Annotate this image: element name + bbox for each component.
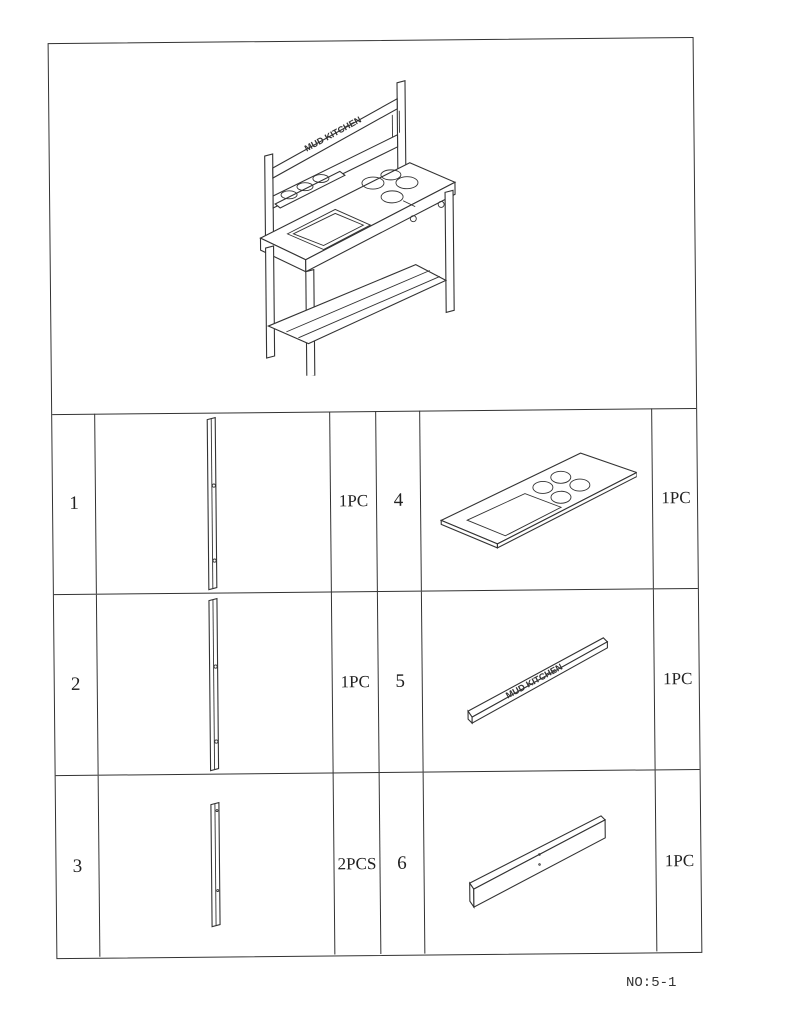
sign-board-icon: MUD KITCHEN bbox=[463, 630, 614, 731]
page-number: NO:5-1 bbox=[626, 975, 676, 991]
parts-table: 1 1PC 4 bbox=[52, 408, 701, 958]
part-number: 4 bbox=[376, 411, 422, 591]
part-number: 3 bbox=[56, 776, 101, 957]
svg-text:MUD KITCHEN: MUD KITCHEN bbox=[504, 662, 564, 701]
part-image-cell bbox=[424, 770, 658, 953]
plain-board-icon bbox=[465, 811, 616, 912]
part-image-cell bbox=[99, 773, 336, 956]
parts-row: 2 1PC 5 MUD KITCHEN bbox=[54, 589, 700, 776]
part-image-cell bbox=[97, 592, 334, 774]
long-post-icon bbox=[197, 415, 229, 590]
long-post-icon bbox=[199, 596, 231, 771]
short-post-icon bbox=[201, 800, 232, 930]
part-quantity: 1PC bbox=[652, 408, 700, 588]
part-quantity: 2PCS bbox=[334, 773, 382, 954]
part-quantity: 1PC bbox=[656, 770, 704, 951]
part-number: 2 bbox=[54, 595, 99, 775]
assembled-product-panel: MUD KITCHEN bbox=[49, 38, 697, 415]
part-number: 5 bbox=[378, 592, 424, 772]
svg-text:MUD KITCHEN: MUD KITCHEN bbox=[303, 115, 363, 154]
mud-kitchen-illustration: MUD KITCHEN bbox=[244, 74, 477, 376]
parts-list-frame: MUD KITCHEN bbox=[48, 37, 703, 959]
part-image-cell bbox=[420, 408, 654, 590]
parts-row: 3 2PCS 6 bbox=[56, 770, 702, 957]
part-number: 1 bbox=[52, 414, 97, 594]
countertop-icon bbox=[436, 439, 637, 561]
part-image-cell: MUD KITCHEN bbox=[422, 589, 656, 771]
part-number: 6 bbox=[380, 773, 426, 954]
part-quantity: 1PC bbox=[332, 592, 380, 772]
part-image-cell bbox=[95, 411, 332, 593]
part-quantity: 1PC bbox=[654, 589, 702, 769]
part-quantity: 1PC bbox=[330, 411, 378, 591]
parts-row: 1 1PC 4 bbox=[52, 408, 698, 595]
